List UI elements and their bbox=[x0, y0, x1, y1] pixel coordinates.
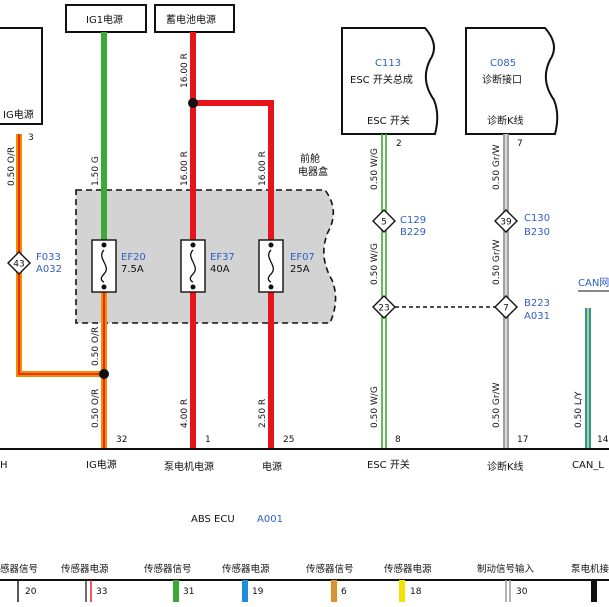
svg-text:39: 39 bbox=[500, 218, 512, 228]
bottom-label-2: 传感器信号 bbox=[144, 563, 192, 575]
ig1-source-box bbox=[65, 4, 147, 33]
ecu-pin-label-can: CAN_L bbox=[572, 460, 604, 471]
c113-pin-label: ESC 开关 bbox=[367, 114, 410, 127]
can-network-label: CAN网 bbox=[578, 277, 609, 289]
ig-source-box bbox=[0, 27, 43, 125]
wire-label-w15: 0.50 Gr/W bbox=[492, 382, 502, 428]
wire-label-w9: 0.50 Gr/W bbox=[492, 239, 502, 285]
svg-text:23: 23 bbox=[378, 304, 389, 314]
fuse-ef37 bbox=[180, 239, 206, 293]
bottom-num-0: 20 bbox=[25, 587, 37, 597]
ecu-pin-label-pump: 泵电机电源 bbox=[164, 460, 214, 473]
connector-c130-code1: C130 bbox=[524, 213, 550, 224]
wire-label-w2: 1.50 G bbox=[91, 156, 101, 186]
bottom-num-1: 33 bbox=[96, 587, 107, 597]
wire-label-w4: 16.00 R bbox=[180, 151, 190, 186]
bottom-num-4: 6 bbox=[341, 587, 347, 597]
ecu-pin-label-esc: ESC 开关 bbox=[367, 458, 410, 471]
ecu-pin-8: 8 bbox=[395, 435, 401, 445]
c085-pin-label: 诊断K线 bbox=[487, 114, 524, 127]
bottom-label-5: 传感器电源 bbox=[384, 563, 432, 575]
connector-f033-code2: A032 bbox=[36, 264, 62, 275]
fuse-ef20-code: EF20 bbox=[121, 252, 146, 263]
connector-f033-code1: F033 bbox=[36, 252, 61, 263]
battery-source-label: 蓄电池电源 bbox=[166, 13, 216, 26]
c113-box bbox=[341, 27, 439, 135]
c113-name: ESC 开关总成 bbox=[350, 73, 413, 86]
ig-source-label: IG电源 bbox=[3, 108, 34, 121]
connector-c130-code2: B230 bbox=[524, 227, 550, 238]
ecu-name: ABS ECU bbox=[191, 514, 235, 525]
fuse-box-label-1: 前舱 bbox=[300, 152, 320, 165]
connector-c129: 5 bbox=[372, 209, 396, 233]
wire-label-w12: 4.00 R bbox=[180, 399, 190, 428]
wire-label-w1: 0.50 O/R bbox=[7, 147, 17, 186]
fuse-ef07-rating: 25A bbox=[290, 264, 310, 275]
connector-c130: 39 bbox=[494, 209, 518, 233]
splice-23: 23 bbox=[372, 295, 396, 319]
fuse-ef37-rating: 40A bbox=[210, 264, 230, 275]
wire-label-w5: 16.00 R bbox=[258, 151, 268, 186]
bottom-label-7: 泵电机接 bbox=[571, 563, 609, 575]
ecu-pin-1: 1 bbox=[205, 435, 211, 445]
wire-battery-branch bbox=[193, 100, 274, 449]
c113-code: C113 bbox=[375, 58, 401, 69]
splice-battery bbox=[188, 98, 198, 108]
bottom-label-0: 感器信号 bbox=[0, 563, 38, 575]
svg-text:7: 7 bbox=[503, 304, 509, 314]
svg-text:43: 43 bbox=[13, 260, 24, 270]
bottom-num-6: 30 bbox=[516, 587, 528, 597]
wire-label-w6: 0.50 W/G bbox=[370, 148, 380, 190]
bottom-num-3: 19 bbox=[252, 587, 264, 597]
ecu-pin-25: 25 bbox=[283, 435, 294, 445]
pin-diag-top: 7 bbox=[517, 139, 523, 149]
ecu-pin-label-power: 电源 bbox=[262, 460, 282, 473]
connector-c129-code1: C129 bbox=[400, 215, 426, 226]
wire-label-w3: 16.00 R bbox=[180, 53, 190, 88]
connector-f033: 43 bbox=[7, 251, 31, 275]
fuse-ef20 bbox=[91, 239, 117, 293]
ig1-source-label: IG1电源 bbox=[86, 13, 123, 26]
wire-ig-red-stripe bbox=[18, 134, 104, 375]
wire-label-w7: 0.50 Gr/W bbox=[492, 144, 502, 190]
wire-label-w13: 2.50 R bbox=[258, 399, 268, 428]
wire-label-w8: 0.50 W/G bbox=[370, 243, 380, 285]
ecu-pin-label-ig: IG电源 bbox=[86, 458, 117, 471]
bottom-label-4: 传感器信号 bbox=[306, 563, 354, 575]
ecu-code: A001 bbox=[257, 514, 283, 525]
pin-esc-top: 2 bbox=[396, 139, 402, 149]
ecu-left-fragment: H bbox=[0, 460, 8, 471]
bottom-label-3: 传感器电源 bbox=[222, 563, 270, 575]
connector-c129-code2: B229 bbox=[400, 227, 426, 238]
fuse-ef37-code: EF37 bbox=[210, 252, 235, 263]
wire-label-w11: 0.50 O/R bbox=[91, 389, 101, 428]
fuse-box-label-2: 电器盒 bbox=[298, 165, 328, 178]
c085-name: 诊断接口 bbox=[482, 73, 522, 86]
ecu-pin-14: 14 bbox=[597, 435, 609, 445]
bottom-label-1: 传感器电源 bbox=[61, 563, 109, 575]
bottom-num-5: 18 bbox=[410, 587, 422, 597]
svg-text:5: 5 bbox=[381, 218, 387, 228]
connector-b223: 7 bbox=[494, 295, 518, 319]
connector-b223-code1: B223 bbox=[524, 298, 550, 309]
fuse-ef07-code: EF07 bbox=[290, 252, 315, 263]
pin-ig-top: 3 bbox=[28, 133, 34, 143]
ecu-pin-32: 32 bbox=[116, 435, 127, 445]
c085-box bbox=[465, 27, 559, 135]
ecu-pin-label-diag: 诊断K线 bbox=[487, 460, 524, 473]
connector-b223-code2: A031 bbox=[524, 311, 550, 322]
splice-ig bbox=[99, 369, 109, 379]
fuse-ef07 bbox=[258, 239, 284, 293]
wire-label-w16: 0.50 L/Y bbox=[574, 391, 584, 428]
wire-label-w10: 0.50 O/R bbox=[91, 327, 101, 366]
c085-code: C085 bbox=[490, 58, 516, 69]
bottom-label-6: 制动信号输入 bbox=[477, 563, 535, 575]
fuse-ef20-rating: 7.5A bbox=[121, 264, 144, 275]
bottom-num-2: 31 bbox=[183, 587, 194, 597]
ecu-pin-17: 17 bbox=[517, 435, 528, 445]
wire-label-w14: 0.50 W/G bbox=[370, 386, 380, 428]
